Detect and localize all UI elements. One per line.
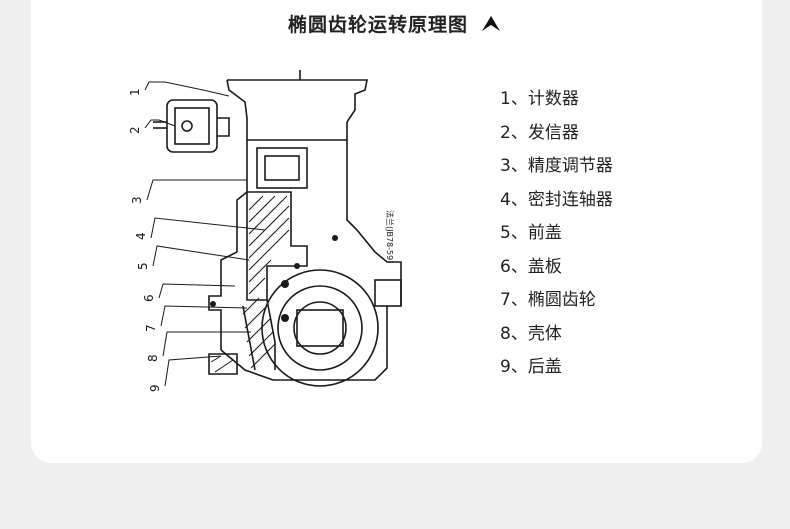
legend-item: 6、盖板 (500, 256, 562, 277)
callout-6: 6 (142, 294, 156, 302)
parts-legend: 1、计数器 2、发信器 3、精度调节器 4、密封连轴器 5、前盖 6、盖板 7、… (500, 85, 613, 387)
callout-8: 8 (146, 354, 160, 362)
legend-item: 4、密封连轴器 (500, 189, 613, 210)
legend-item: 2、发信器 (500, 122, 579, 143)
flange-note: 法兰(JB78-59) (385, 210, 395, 263)
content-card (31, 0, 762, 463)
callout-3: 3 (130, 196, 144, 204)
legend-item: 9、后盖 (500, 357, 562, 377)
page-title: 椭圆齿轮运转原理图 (287, 13, 468, 36)
legend-item: 3、精度调节器 (500, 156, 613, 176)
callout-9: 9 (148, 384, 162, 392)
callout-1: 1 (128, 88, 142, 96)
legend-item: 1、计数器 (500, 89, 579, 109)
flowmeter-diagram: 1 2 3 4 5 6 7 8 9 法兰(JB78-59) (128, 70, 402, 392)
legend-item: 7、椭圆齿轮 (500, 290, 596, 310)
callout-5: 5 (136, 262, 150, 270)
legend-item: 8、壳体 (500, 323, 562, 344)
callout-4: 4 (134, 232, 148, 240)
callout-2: 2 (128, 126, 142, 134)
callout-7: 7 (144, 324, 158, 332)
title-row: 椭圆齿轮运转原理图 (0, 6, 790, 40)
chevron-up-icon[interactable] (480, 12, 502, 34)
legend-item: 5、前盖 (500, 223, 562, 243)
